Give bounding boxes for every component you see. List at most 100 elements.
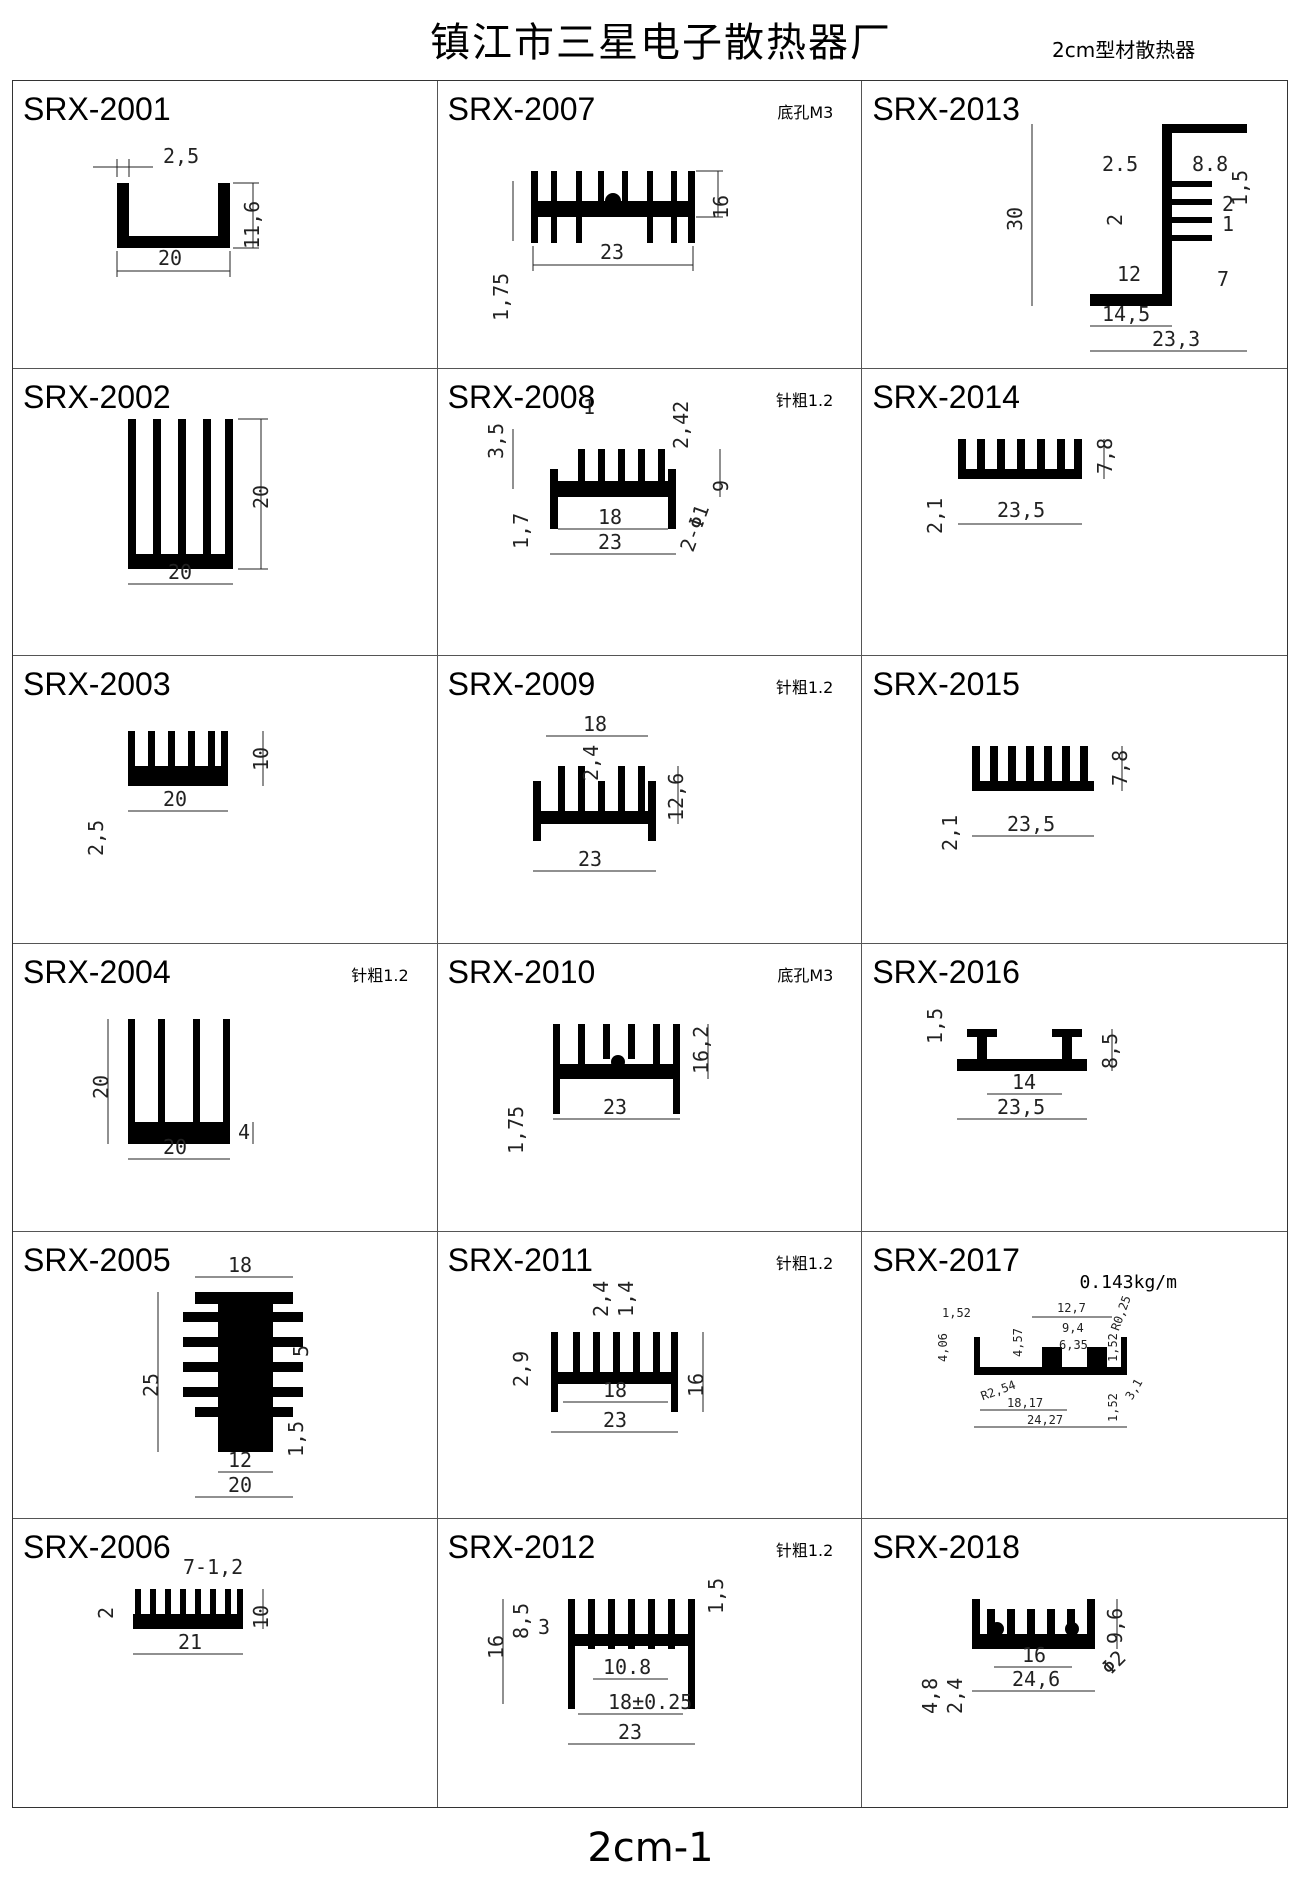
profile-shape — [972, 1599, 1096, 1650]
dim-label: 20 — [168, 560, 192, 584]
product-code: SRX-2007 — [447, 91, 596, 127]
dim-label: 23,5 — [997, 1095, 1045, 1119]
profile-shape — [958, 438, 1083, 479]
product-code: SRX-2014 — [872, 378, 1020, 415]
dim-label: 1,75 — [504, 1106, 528, 1154]
product-code: SRX-2004 — [23, 953, 171, 990]
dim-label: 20 — [89, 1075, 113, 1099]
profile-drawing: 2,4 1,4 2,9 16 18 23 — [509, 1281, 708, 1433]
dim-label: 7,8 — [1108, 750, 1132, 786]
profile-shape — [552, 1023, 680, 1114]
product-code: SRX-2003 — [23, 666, 171, 703]
profile-shape — [128, 1018, 230, 1144]
product-code: SRX-2013 — [872, 91, 1020, 127]
dim-label: 9 — [709, 480, 733, 492]
dim-label: 16,2 — [689, 1026, 713, 1074]
dim-label: 23 — [618, 1720, 642, 1744]
dim-label: 2,4 — [579, 745, 603, 781]
profile-shape — [972, 746, 1095, 792]
dim-label: 2,1 — [923, 498, 947, 534]
product-code: SRX-2001 — [23, 91, 171, 127]
dim-label: R0,25 — [1109, 1293, 1135, 1332]
dim-label: 3,1 — [1123, 1376, 1146, 1402]
profile-drawing: 16,2 1,75 23 — [504, 1023, 713, 1154]
dim-label: 8,5 — [509, 1603, 533, 1639]
profile-drawing: 10 2,5 20 — [84, 731, 273, 856]
dim-label: 1,52 — [1106, 1333, 1120, 1362]
dim-label: 20 — [228, 1473, 252, 1497]
profile-shape — [128, 731, 228, 787]
page-footer: 2cm-1 — [587, 1825, 714, 1871]
dim-label: 1 — [1222, 212, 1234, 236]
dim-label: 4,57 — [1011, 1328, 1025, 1357]
dim-label: 7-1,2 — [183, 1555, 243, 1579]
dim-label: 2.5 — [1102, 152, 1138, 176]
dim-label: 14,5 — [1102, 302, 1150, 326]
dim-label: 2 — [1103, 214, 1127, 226]
dim-label: 18,17 — [1007, 1396, 1043, 1410]
profile-shape — [974, 1336, 1128, 1375]
dim-label: 3,5 — [484, 423, 508, 459]
dim-label: 20 — [249, 485, 273, 509]
dim-label: 20 — [158, 246, 182, 270]
dim-label: 18 — [603, 1378, 627, 1402]
dim-label: 24,27 — [1027, 1413, 1063, 1427]
dim-label: 2,1 — [938, 815, 962, 851]
dim-label: 12,6 — [664, 773, 688, 821]
cell-srx-2015: SRX-2015 7,8 2,1 23,5 — [862, 656, 1287, 944]
dim-label: 23,5 — [1007, 812, 1055, 836]
product-code: SRX-2015 — [872, 666, 1020, 703]
product-code: SRX-2017 — [872, 1241, 1020, 1278]
cell-srx-2017: SRX-2017 0.143kg/m 12,7 9,4 6,35 R0,25 1… — [862, 1232, 1287, 1520]
profile-shape — [532, 766, 656, 842]
dim-label: 2,4 — [943, 1678, 967, 1714]
profile-shape — [550, 1331, 678, 1412]
dim-label: 18 — [583, 712, 607, 736]
product-code: SRX-2006 — [23, 1529, 171, 1566]
dim-label: 6,35 — [1059, 1338, 1088, 1352]
spec-note: 针粗1.2 — [775, 390, 834, 410]
dim-label: 20 — [163, 787, 187, 811]
dim-label: 23 — [578, 847, 602, 871]
profile-drawing: 7,8 2,1 23,5 — [938, 746, 1132, 851]
spec-note: 底孔M3 — [777, 103, 834, 122]
dim-label: 25 — [139, 1373, 163, 1397]
cell-srx-2005: SRX-2005 18 25 5 12 1,5 20 — [13, 1231, 438, 1520]
spec-note: 底孔M3 — [777, 965, 834, 985]
dim-label: 20 — [163, 1135, 187, 1159]
dim-label: 21 — [178, 1630, 202, 1654]
dim-label: 14 — [1012, 1070, 1036, 1094]
cell-srx-2010: SRX-2010 底孔M3 16,2 1,75 23 — [437, 943, 863, 1232]
cell-srx-2009: SRX-2009 针粗1.2 18 2,4 12,6 23 — [437, 656, 863, 944]
profile-drawing: 18 25 5 12 1,5 20 — [139, 1253, 313, 1498]
profile-shape — [128, 418, 233, 569]
profile-drawing: 12,7 9,4 6,35 R0,25 1,52 4,57 4,06 1,52 … — [936, 1293, 1146, 1428]
spec-note: 针粗1.2 — [775, 1541, 834, 1561]
dim-label: 1,5 — [1228, 170, 1252, 206]
cell-srx-2003: SRX-2003 10 2,5 20 — [13, 656, 438, 944]
profile-drawing: 2,5 11,6 20 — [93, 144, 264, 277]
profile-shape — [117, 183, 230, 248]
dim-label: 4,06 — [936, 1333, 950, 1362]
product-code: SRX-2012 — [447, 1529, 596, 1566]
profile-shape — [183, 1291, 303, 1452]
dim-label: 8.8 — [1192, 152, 1228, 176]
dim-label: 18 — [598, 505, 622, 529]
dim-label: 23 — [603, 1408, 627, 1432]
cell-srx-2002: SRX-2002 20 20 — [13, 368, 438, 657]
spec-note: 针粗1.2 — [775, 678, 834, 698]
spec-note: 针粗1.2 — [351, 965, 409, 985]
dim-label: 23,5 — [997, 498, 1045, 522]
dim-label: 2 — [94, 1607, 118, 1619]
dim-label: 10.8 — [603, 1655, 651, 1679]
dim-label: 10 — [249, 747, 273, 771]
profile-drawing: 9,6 16 24,6 4,8 2,4 Φ2 — [918, 1599, 1131, 1714]
dim-label: 23 — [600, 240, 624, 264]
dim-label: 9,4 — [1062, 1321, 1084, 1335]
dim-label: 16 — [484, 1635, 508, 1659]
dim-label: 18 — [228, 1253, 252, 1277]
dim-label: 4 — [238, 1120, 250, 1144]
dim-label: 1,52 — [942, 1306, 971, 1320]
product-code: SRX-2009 — [447, 666, 596, 703]
profile-drawing: 16 1,75 23 — [489, 170, 733, 321]
